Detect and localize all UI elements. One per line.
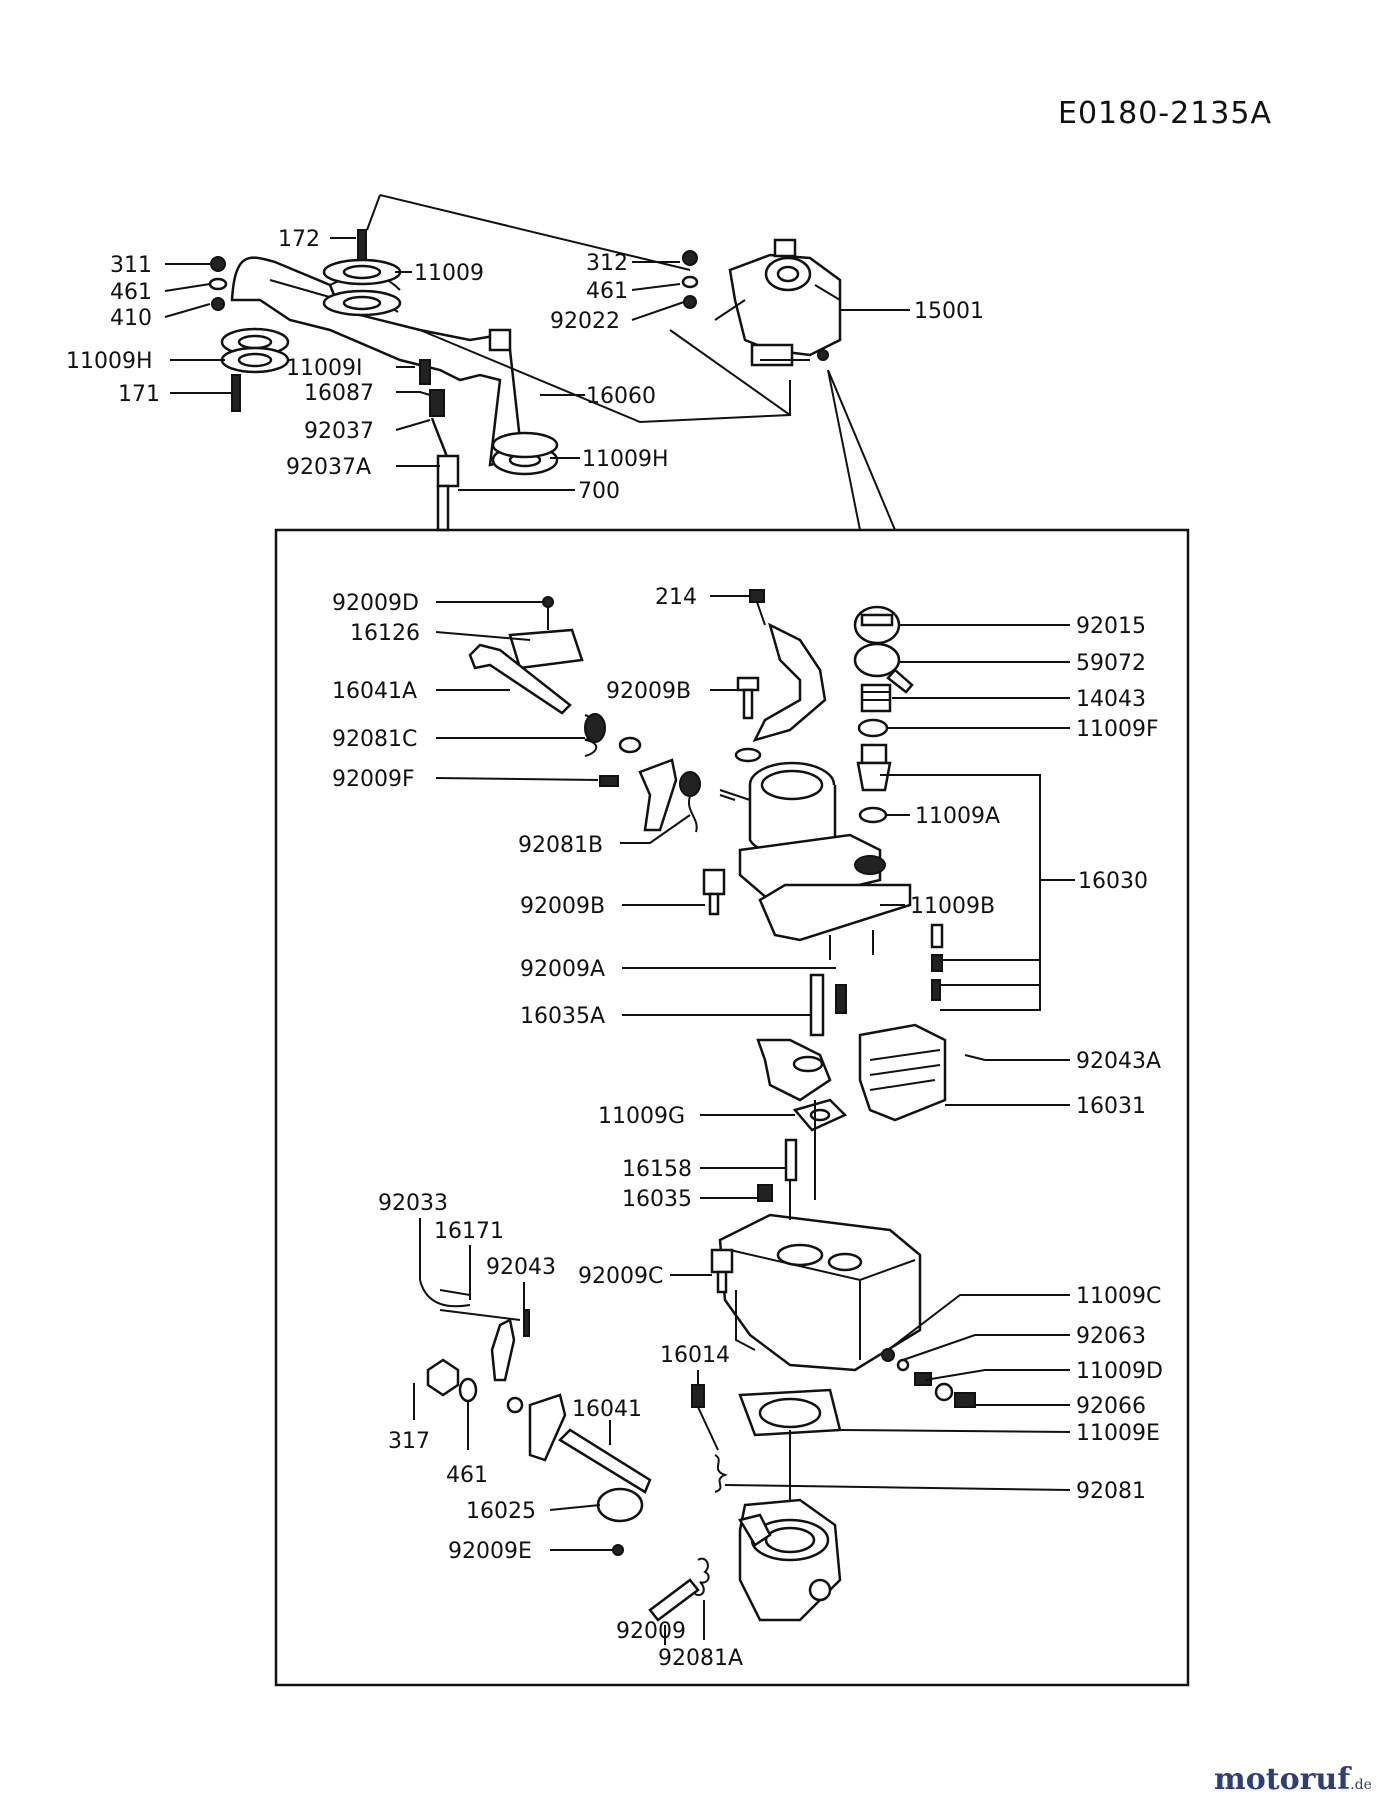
part-label: 214	[655, 585, 697, 610]
part-label: 11009I	[286, 356, 362, 381]
part-label: 92043A	[1076, 1049, 1161, 1074]
part-label: 92022	[550, 309, 620, 334]
part-label: 14043	[1076, 687, 1146, 712]
part-label: 11009D	[1076, 1359, 1163, 1384]
part-label: 461	[586, 279, 628, 304]
part-label: 16060	[586, 384, 656, 409]
part-label: 92043	[486, 1255, 556, 1280]
part-label: 92009C	[578, 1264, 663, 1289]
part-label: 92015	[1076, 614, 1146, 639]
part-label: 11009F	[1076, 717, 1159, 742]
carburetor-assembly-icon	[681, 238, 842, 367]
part-label: 16087	[304, 381, 374, 406]
part-label: 16030	[1078, 869, 1148, 894]
part-label: 11009B	[910, 894, 995, 919]
part-label: 92009E	[448, 1539, 532, 1564]
part-label: 16025	[466, 1499, 536, 1524]
part-label: 92009F	[332, 767, 415, 792]
part-label: 461	[446, 1463, 488, 1488]
part-number-labels: 311 461 410 11009H 171 172 11009 11009I …	[66, 227, 1163, 1671]
part-label: 92009D	[332, 591, 419, 616]
part-label: 11009H	[582, 447, 669, 472]
part-label: 16035	[622, 1187, 692, 1212]
carburetor-exploded-parts	[419, 589, 986, 1622]
part-label: 11009A	[915, 804, 1000, 829]
part-label: 16035A	[520, 1004, 605, 1029]
part-label: 15001	[914, 299, 984, 324]
intake-manifold-assembly	[208, 229, 559, 532]
part-label: 92066	[1076, 1394, 1146, 1419]
watermark-suffix: .de	[1350, 1777, 1372, 1793]
part-label: 312	[586, 251, 628, 276]
part-label: 11009H	[66, 349, 153, 374]
part-label: 171	[118, 382, 160, 407]
part-label: 92033	[378, 1191, 448, 1216]
watermark-brand: motoruf	[1214, 1762, 1351, 1797]
part-label: 16031	[1076, 1094, 1146, 1119]
watermark-logo: motoruf.de	[1214, 1762, 1372, 1797]
part-label: 172	[278, 227, 320, 252]
document-code: E0180-2135A	[1058, 96, 1272, 131]
part-label: 92037A	[286, 455, 371, 480]
part-label: 16171	[434, 1219, 504, 1244]
part-label: 16041	[572, 1397, 642, 1422]
part-label: 92037	[304, 419, 374, 444]
part-label: 92009A	[520, 957, 605, 982]
exploded-view-frame	[274, 528, 1190, 1687]
part-label: 92081B	[518, 833, 603, 858]
part-label: 16041A	[332, 679, 417, 704]
part-label: 92009B	[520, 894, 605, 919]
part-label: 311	[110, 253, 152, 278]
part-label: 461	[110, 280, 152, 305]
part-label: 92081	[1076, 1479, 1146, 1504]
part-label: 11009	[414, 261, 484, 286]
part-label: 700	[578, 479, 620, 504]
part-label: 59072	[1076, 651, 1146, 676]
part-label: 16158	[622, 1157, 692, 1182]
part-label: 11009E	[1076, 1421, 1160, 1446]
part-label: 92081C	[332, 727, 417, 752]
part-label: 92009B	[606, 679, 691, 704]
part-label: 92081A	[658, 1646, 743, 1671]
part-label: 92063	[1076, 1324, 1146, 1349]
leader-lines	[164, 237, 1075, 1645]
part-label: 410	[110, 306, 152, 331]
part-label: 16126	[350, 621, 420, 646]
part-label: 11009G	[598, 1104, 685, 1129]
part-label: 16014	[660, 1343, 730, 1368]
part-label: 317	[388, 1429, 430, 1454]
part-label: 92009	[616, 1619, 686, 1644]
part-label: 11009C	[1076, 1284, 1161, 1309]
